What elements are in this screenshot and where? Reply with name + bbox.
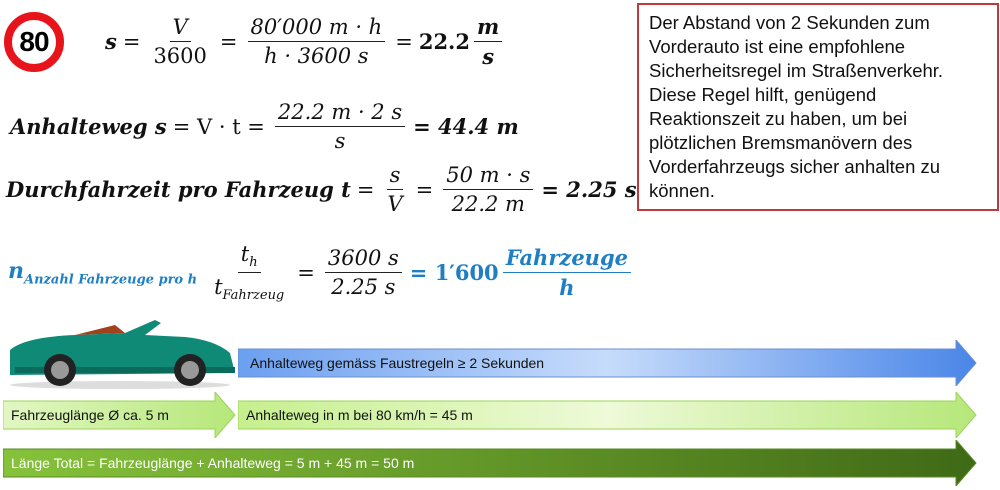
arrow-label: Länge Total = Fahrzeuglänge + Anhalteweg… [11, 455, 415, 471]
formula-label: Anhalteweg s [10, 114, 167, 139]
result: = 1′600 [409, 260, 499, 286]
numerator: 80′000 m · h [247, 15, 386, 42]
numerator: m [473, 14, 503, 42]
info-note: Der Abstand von 2 Sekunden zum Vorderaut… [637, 3, 999, 211]
denominator: V [387, 192, 403, 216]
formula-label: Durchfahrzeit pro Fahrzeug t [6, 177, 351, 202]
numerator: 22.2 m · 2 s [274, 100, 406, 127]
n-subscript: Anzahl Fahrzeuge pro h [24, 272, 198, 288]
denominator: s [482, 44, 495, 69]
numerator: 50 m · s [443, 163, 534, 190]
denominator: 22.2 m [451, 192, 525, 216]
denominator: 2.25 s [331, 275, 396, 300]
equals: = [219, 29, 238, 54]
denominator-subscript: Fahrzeug [222, 288, 285, 304]
numerator: Fahrzeuge [502, 245, 631, 274]
result: = 2.25 s [541, 177, 637, 202]
denominator: s [334, 129, 346, 153]
numerator: 3600 s [324, 246, 402, 274]
formula-lhs: s [105, 29, 117, 54]
car-illustration [10, 320, 235, 389]
speed-limit-value: 80 [19, 26, 49, 57]
arrow-total-length: Länge Total = Fahrzeuglänge + Anhalteweg… [3, 440, 978, 486]
denominator: h · 3600 s [264, 44, 369, 68]
equals: = [122, 29, 141, 54]
speed-limit-sign: 80 [4, 12, 64, 72]
arrow-label: Fahrzeuglänge Ø ca. 5 m [11, 407, 169, 423]
arrow-label: Anhalteweg in m bei 80 km/h = 45 m [246, 407, 473, 423]
denominator: 3600 [153, 44, 207, 68]
numerator: V [169, 15, 191, 42]
numerator-subscript: h [249, 255, 258, 271]
n-symbol: nAnzahl Fahrzeuge pro h [8, 258, 197, 287]
denominator: t [214, 275, 223, 300]
formula-mid: = V · t = [172, 114, 265, 139]
numerator: s [386, 163, 404, 190]
result: 22.2 [418, 29, 470, 54]
arrow-label: Anhalteweg gemäss Faustregeln ≥ 2 Sekund… [250, 355, 545, 371]
arrow-vehicle-length: Fahrzeuglänge Ø ca. 5 m [3, 392, 238, 438]
n-letter: n [8, 257, 24, 284]
arrow-stopping-distance: Anhalteweg in m bei 80 km/h = 45 m [238, 392, 978, 438]
denominator: h [559, 275, 575, 301]
arrow-rule-of-thumb: Anhalteweg gemäss Faustregeln ≥ 2 Sekund… [238, 340, 978, 386]
result: = 44.4 m [413, 114, 519, 139]
numerator: t [240, 242, 250, 266]
equals: = [395, 29, 413, 54]
